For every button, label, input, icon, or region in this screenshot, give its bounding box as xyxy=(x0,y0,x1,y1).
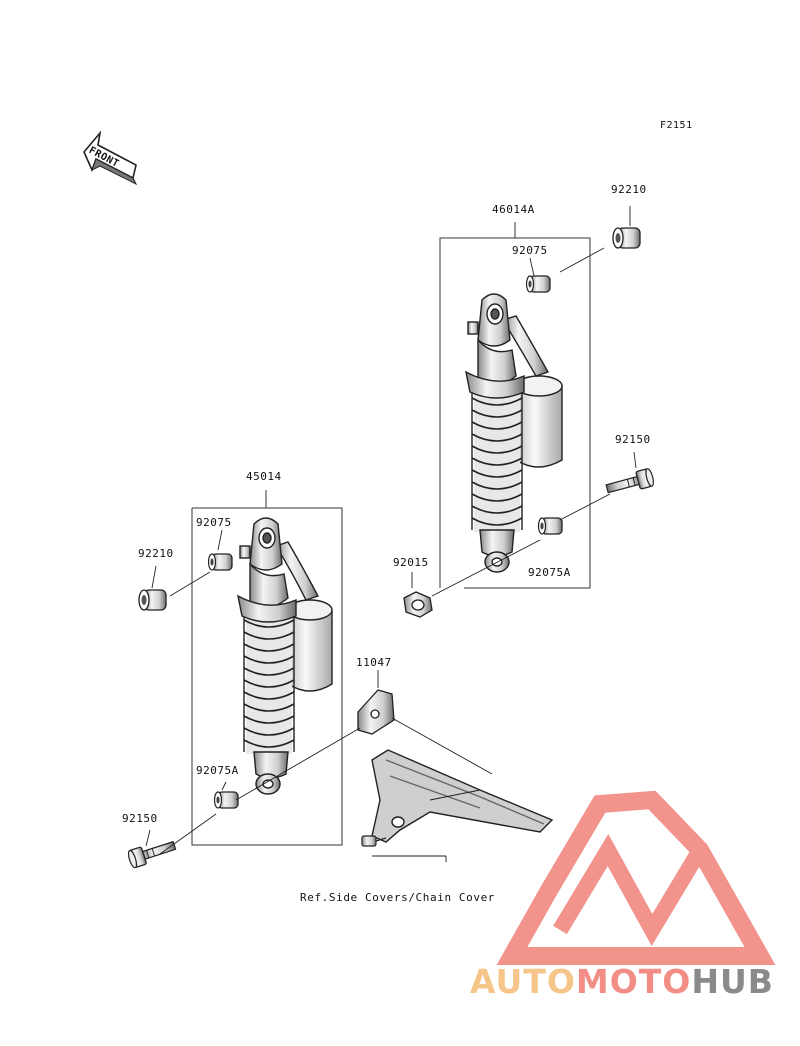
part-label-45014: 45014 xyxy=(246,470,282,483)
reference-note: Ref.Side Covers/Chain Cover xyxy=(300,891,496,904)
part-label-92210-right: 92210 xyxy=(611,183,647,196)
bracket-46014A xyxy=(439,222,591,589)
part-label-92015: 92015 xyxy=(393,556,429,569)
screw-side-cover xyxy=(361,835,387,847)
part-label-11047: 11047 xyxy=(356,656,392,669)
bush-92075-left xyxy=(207,553,233,571)
part-label-92150-left: 92150 xyxy=(122,812,158,825)
bolt-92150-left xyxy=(126,836,178,870)
bracket-45014 xyxy=(191,490,343,846)
part-label-92075A-right: 92075A xyxy=(528,566,571,579)
rear-shock-absorber-45014 xyxy=(237,517,333,795)
part-label-92075-left: 92075 xyxy=(196,516,232,529)
chain-cover xyxy=(371,749,554,843)
automotohub-wordmark: AUTOMOTOHUB xyxy=(470,962,800,1002)
part-label-46014A: 46014A xyxy=(492,203,535,216)
bracket-11047 xyxy=(357,689,395,735)
brand-auto: AUTO xyxy=(470,962,576,1001)
part-label-92150-right: 92150 xyxy=(615,433,651,446)
brand-moto: MOTO xyxy=(575,962,692,1001)
collar-92210-right xyxy=(612,227,641,249)
nut-92015 xyxy=(403,591,433,618)
part-label-92075-right: 92075 xyxy=(512,244,548,257)
bush-92075A-right xyxy=(537,517,563,535)
brand-hub: HUB xyxy=(691,962,774,1001)
automotohub-logo-mark xyxy=(496,790,776,965)
front-direction-arrow xyxy=(83,130,138,186)
bush-92075A-left xyxy=(213,791,239,809)
rear-shock-absorber-46014A xyxy=(465,293,563,573)
collar-92210-left xyxy=(138,589,167,611)
bush-92075-right xyxy=(525,275,551,293)
part-label-92075A-left: 92075A xyxy=(196,764,239,777)
bolt-92150-right xyxy=(604,467,656,499)
leader-lines xyxy=(145,206,637,862)
part-label-92210-left: 92210 xyxy=(138,547,174,560)
figure-code: F2151 xyxy=(660,120,693,131)
